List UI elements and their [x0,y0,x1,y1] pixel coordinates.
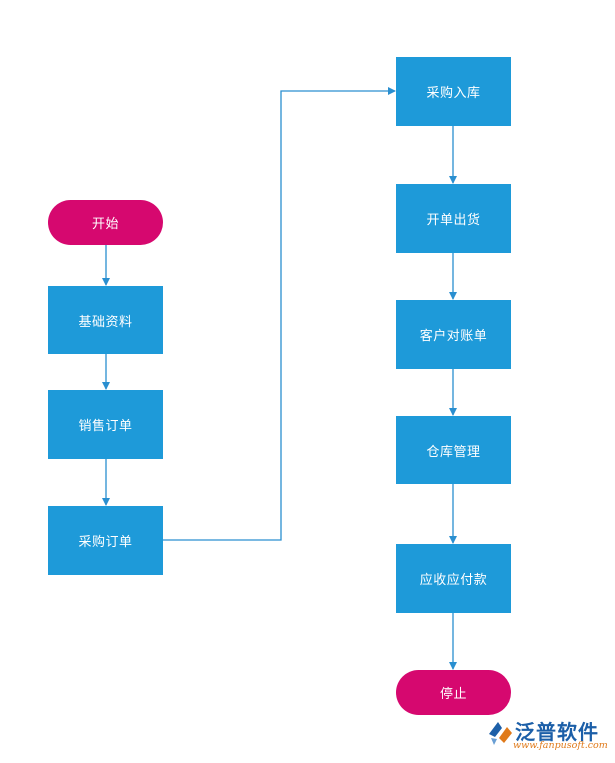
sales-order-node: 销售订单 [48,390,163,459]
start-node: 开始 [48,200,163,245]
warehouse-management-node: 仓库管理 [396,416,511,484]
basic-data-node: 基础资料 [48,286,163,354]
customer-reconciliation-node: 客户对账单 [396,300,511,369]
logo-url-text: www.fanpusoft.com [513,740,608,751]
stop-node: 停止 [396,670,511,715]
receivables-payables-node: 应收应付款 [396,544,511,613]
fanpusoft-logo: 泛普软件 www.fanpusoft.com [485,716,611,756]
logo-mark-icon [489,722,512,745]
edge-purchase-order-purchase-inbound [163,87,396,541]
invoice-shipment-node: 开单出货 [396,184,511,253]
purchase-order-node: 采购订单 [48,506,163,575]
purchase-inbound-node: 采购入库 [396,57,511,126]
logo-brand-text: 泛普软件 [515,720,599,744]
